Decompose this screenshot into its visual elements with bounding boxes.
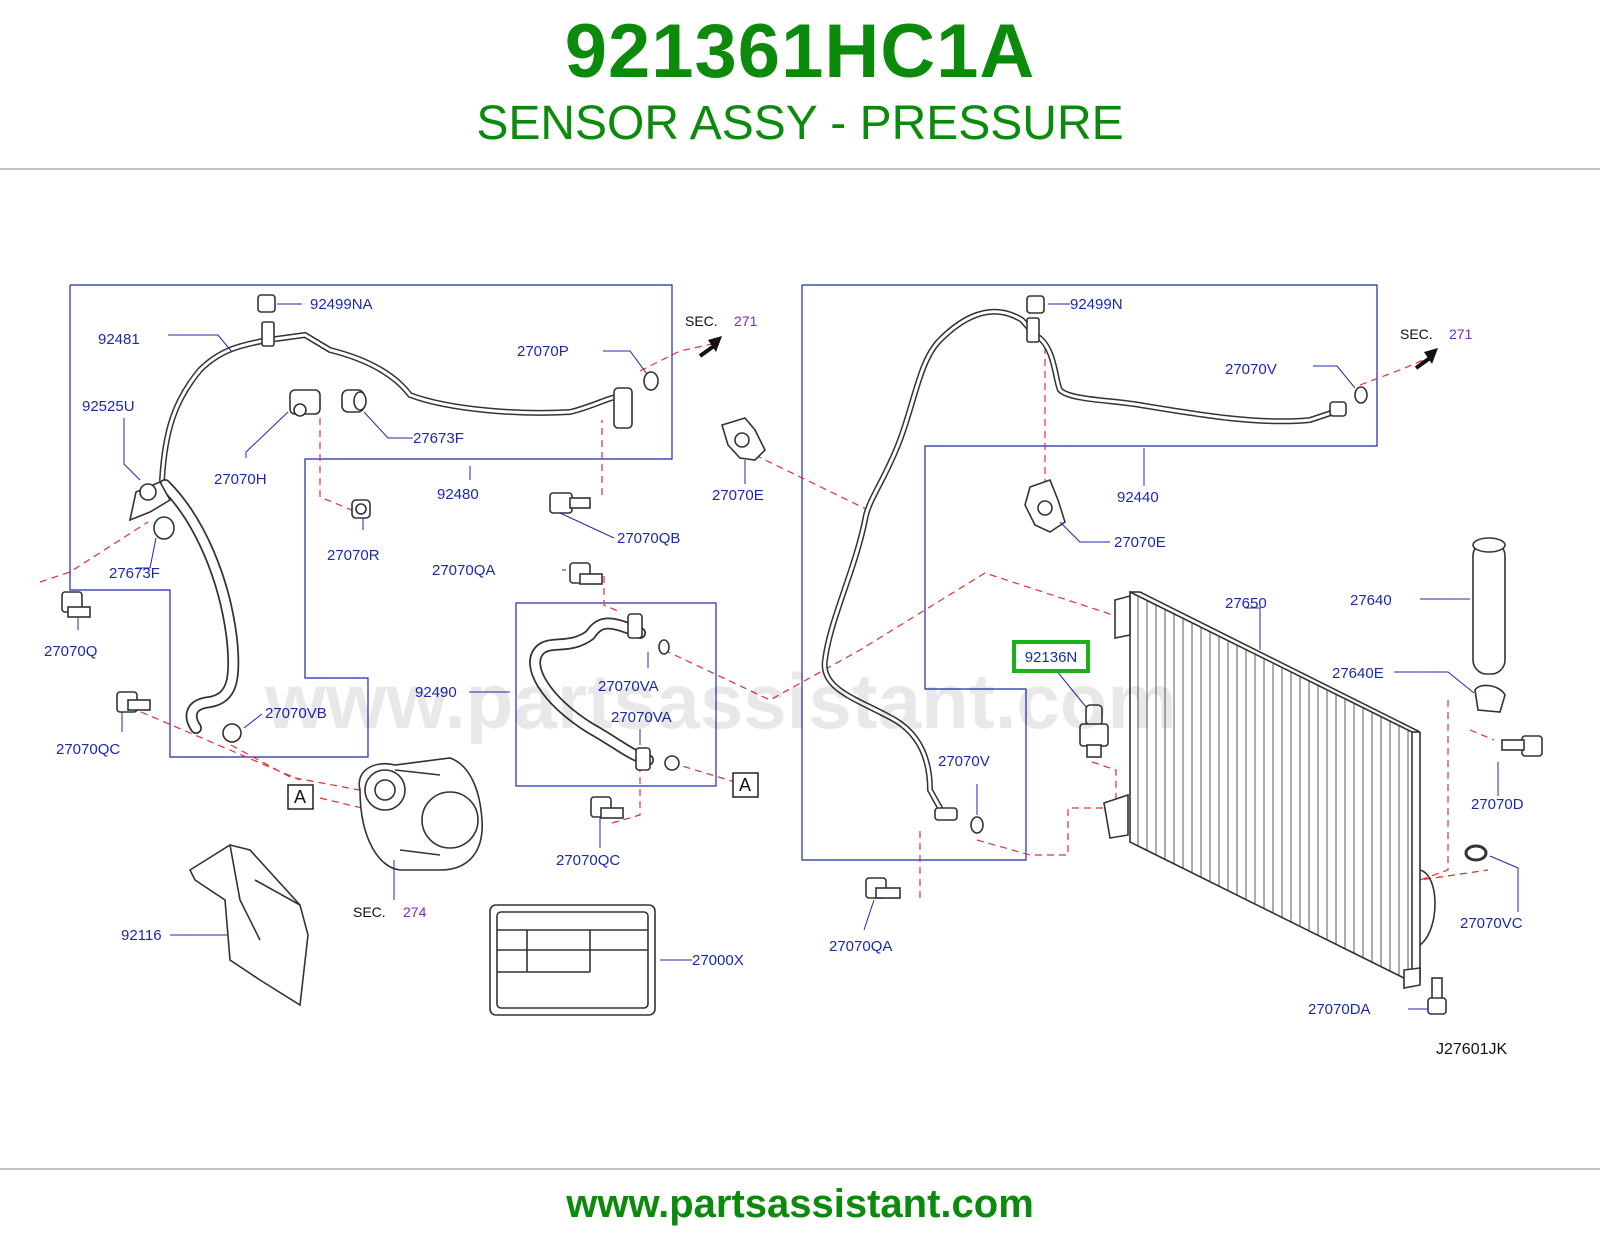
- callout-label[interactable]: 92440: [1117, 489, 1159, 506]
- bolt-27070QC-left: [116, 691, 151, 713]
- bolt-27070D: [1501, 735, 1543, 757]
- frame-hose-92490: [515, 602, 717, 787]
- callout-label[interactable]: 27070H: [214, 471, 267, 488]
- highlight-box: [1012, 640, 1090, 673]
- cap-92499NA: [257, 294, 276, 313]
- callout-label[interactable]: 27070DA: [1308, 1001, 1371, 1018]
- cap-92499N: [1026, 295, 1045, 314]
- callout-label[interactable]: 92116: [121, 927, 162, 944]
- callout-label[interactable]: 27000X: [692, 952, 744, 969]
- marker-a-right: A: [739, 775, 751, 795]
- sec-ref-number: 274: [403, 904, 427, 920]
- watermark: www.partsassistant.com: [264, 657, 1177, 745]
- callout-label[interactable]: 92525U: [82, 398, 135, 415]
- hose-92490: [529, 613, 654, 771]
- arrow-icon-sec-271-right: [1414, 348, 1438, 370]
- oring-27070V-upper: [1354, 386, 1368, 404]
- oring-27673F-upper: [341, 389, 367, 413]
- part-number-title: 921361HC1A: [564, 9, 1036, 94]
- callout-label[interactable]: 27070QA: [432, 562, 495, 579]
- bolt-27070QA-right: [865, 877, 901, 899]
- callout-label[interactable]: 27673F: [109, 565, 160, 582]
- callout-label[interactable]: 27640E: [1332, 665, 1384, 682]
- tube-92440: [821, 308, 1347, 821]
- frame-left-hose: [69, 284, 673, 758]
- callout-label[interactable]: 27070VA: [598, 678, 659, 695]
- callout-label[interactable]: 27070R: [327, 547, 380, 564]
- bolt-27070QA-left: [569, 562, 603, 585]
- frame-right-tube: [801, 284, 1378, 861]
- callout-label[interactable]: 27070E: [1114, 534, 1166, 551]
- bracket-27070E-left: [721, 417, 766, 461]
- oring-27070VC: [1464, 844, 1488, 862]
- bracket-27640E: [1474, 684, 1506, 713]
- callout-label[interactable]: 92490: [415, 684, 457, 701]
- compressor: [358, 757, 483, 871]
- callout-label[interactable]: 27070QC: [56, 741, 120, 758]
- callout-labels: 92499NA 92481 27070P 92525U 27673F 27070…: [44, 296, 1524, 1018]
- callout-label[interactable]: 27070QA: [829, 938, 892, 955]
- callout-label[interactable]: 27640: [1350, 592, 1392, 609]
- clamp-92525U: [128, 480, 172, 522]
- sec-ref-number: 271: [734, 313, 758, 329]
- oring-27673F-lower: [153, 516, 175, 540]
- part-description: SENSOR ASSY - PRESSURE: [476, 97, 1124, 150]
- callout-label[interactable]: 27070VC: [1460, 915, 1523, 932]
- bolt-27070DA: [1427, 977, 1447, 1015]
- fitting-27070P: [613, 371, 659, 429]
- assembly-dashed-lines: [39, 343, 1495, 898]
- oring-27070V-lower: [970, 816, 984, 834]
- callout-label[interactable]: 27650: [1225, 595, 1267, 612]
- header-divider: [0, 168, 1600, 170]
- callout-label[interactable]: 27070D: [1471, 796, 1524, 813]
- callout-label[interactable]: 27070QC: [556, 852, 620, 869]
- marker-a-left-box: [287, 784, 314, 810]
- callout-label[interactable]: 92499N: [1070, 296, 1123, 313]
- callout-label[interactable]: 27070P: [517, 343, 569, 360]
- callout-label[interactable]: 92499NA: [310, 296, 373, 313]
- footer-divider: [0, 1168, 1600, 1170]
- arrow-icon-sec-271-left: [698, 336, 722, 358]
- sec-ref-prefix: SEC.: [1400, 326, 1433, 342]
- hose-92481: [159, 321, 628, 734]
- diagram-code: J27601JK: [1436, 1041, 1507, 1058]
- callout-label[interactable]: 27070E: [712, 487, 764, 504]
- pressure-sensor-92136N: [1079, 704, 1109, 758]
- callout-label[interactable]: 27070V: [938, 753, 990, 770]
- callout-label-highlighted[interactable]: 92136N: [1025, 649, 1078, 666]
- marker-a-left: A: [294, 787, 306, 807]
- callout-label[interactable]: 27070VA: [611, 709, 672, 726]
- callout-label[interactable]: 27070VB: [265, 705, 327, 722]
- bracket-92116: [188, 844, 309, 1007]
- sec-ref-prefix: SEC.: [353, 904, 386, 920]
- oring-27070VA-upper: [658, 639, 670, 655]
- footer-url[interactable]: www.partsassistant.com: [566, 1182, 1034, 1226]
- callout-label[interactable]: 92481: [98, 331, 140, 348]
- callout-label[interactable]: 27070QB: [617, 530, 680, 547]
- bolt-27070QB: [549, 492, 591, 514]
- receiver-tank-27640: [1472, 537, 1506, 675]
- sec-ref-number: 271: [1449, 326, 1473, 342]
- nut-27070R: [351, 499, 371, 519]
- leader-lines: [77, 303, 1519, 1010]
- sec-ref-prefix: SEC.: [685, 313, 718, 329]
- callout-label[interactable]: 92480: [437, 486, 479, 503]
- fitting-27070H: [289, 389, 321, 417]
- condenser-27650: [1103, 590, 1436, 989]
- callout-label[interactable]: 27070Q: [44, 643, 97, 660]
- bolt-27070Q: [61, 591, 91, 618]
- callout-label[interactable]: 27070V: [1225, 361, 1277, 378]
- label-27000X: [489, 904, 656, 1016]
- bracket-27070E-right: [1024, 478, 1066, 533]
- oring-27070VA-lower: [664, 755, 680, 771]
- bolt-27070QC-lower: [590, 796, 624, 819]
- callout-label[interactable]: 27673F: [413, 430, 464, 447]
- oring-27070VB: [222, 723, 242, 743]
- marker-a-right-box: [732, 772, 759, 798]
